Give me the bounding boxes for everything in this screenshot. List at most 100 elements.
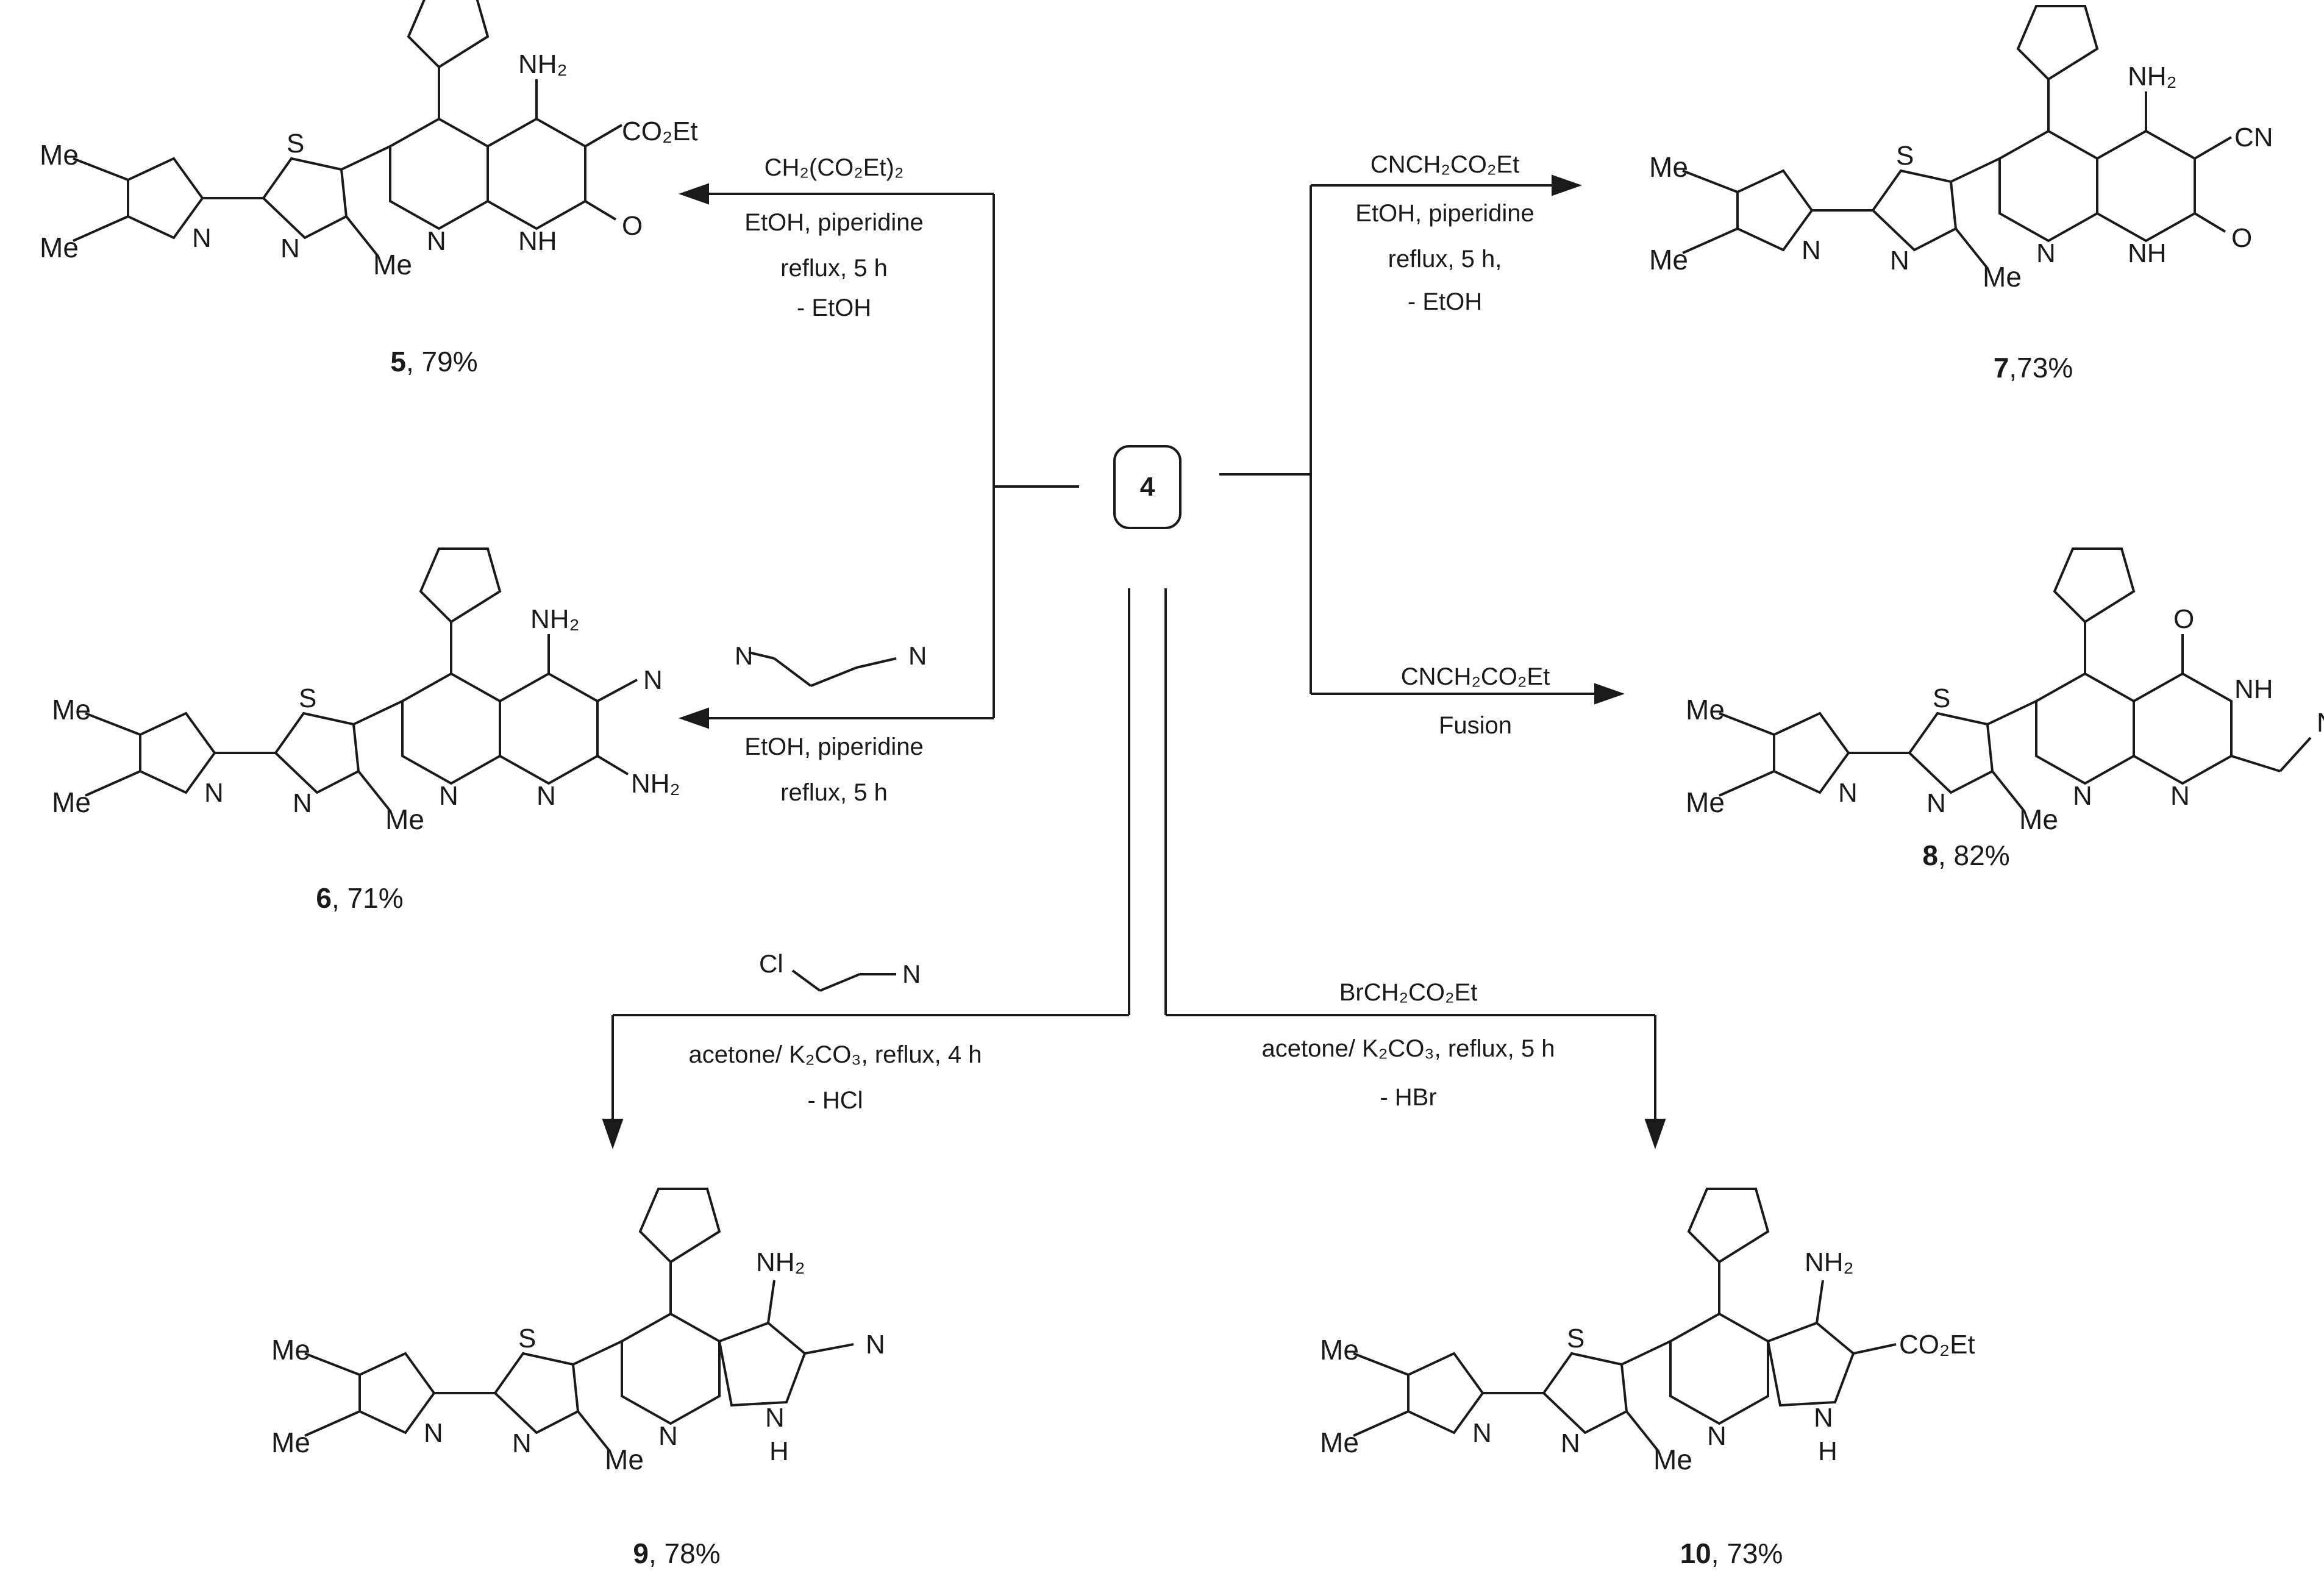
svg-text:Me: Me: [2019, 804, 2058, 835]
svg-text:Me: Me: [52, 786, 91, 818]
reagent-5-line2: EtOH, piperidine: [744, 209, 924, 236]
yield-8: , 82%: [1937, 840, 2010, 871]
svg-text:Me: Me: [52, 694, 91, 725]
starting-material-4: 4: [1113, 445, 1182, 529]
reagent-8-line1: CNCH₂CO₂Et: [1400, 663, 1550, 690]
svg-text:Me: Me: [605, 1444, 644, 1475]
product-8-label: 8, 82%: [1922, 841, 2009, 869]
svg-text:N: N: [2317, 708, 2324, 738]
reagent-7-line4: - EtOH: [1407, 288, 1483, 315]
svg-text:N: N: [1814, 1403, 1833, 1433]
svg-text:NH₂: NH₂: [1805, 1247, 1854, 1277]
reagent-6-line2: reflux, 5 h: [780, 779, 888, 806]
structure-8: Me Me N N S Me N N O NH N: [1686, 547, 2324, 835]
svg-text:S: S: [299, 683, 316, 713]
svg-text:S: S: [518, 1324, 536, 1353]
structure-10: Me Me N N S Me N N H NH₂ CO₂Et: [1320, 1188, 1975, 1475]
svg-text:N: N: [2170, 781, 2190, 811]
compound-number-5: 5: [390, 346, 406, 377]
svg-text:Me: Me: [1649, 151, 1688, 183]
svg-text:Me: Me: [40, 232, 79, 263]
svg-text:H: H: [769, 1436, 789, 1466]
svg-text:NH: NH: [518, 226, 557, 256]
reagent-7-line2: EtOH, piperidine: [1355, 200, 1534, 227]
svg-text:O: O: [622, 211, 643, 241]
svg-text:Me: Me: [1320, 1427, 1359, 1458]
svg-text:N: N: [643, 665, 663, 695]
svg-text:N: N: [204, 778, 224, 808]
svg-text:S: S: [1896, 141, 1914, 171]
reagent-10-line2: acetone/ K₂CO₃, reflux, 5 h: [1261, 1035, 1555, 1062]
svg-text:N: N: [658, 1421, 678, 1451]
svg-text:N: N: [1472, 1418, 1492, 1448]
svg-text:N: N: [1838, 778, 1858, 808]
malononitrile-n2: N: [908, 641, 927, 670]
svg-text:N: N: [1890, 246, 1909, 276]
svg-text:O: O: [2173, 604, 2194, 634]
reagent-7-line3: reflux, 5 h,: [1388, 246, 1502, 273]
svg-text:Me: Me: [1983, 261, 2022, 293]
structure-9: Me Me N N S Me N N H NH₂ N: [271, 1188, 885, 1475]
svg-text:CO₂Et: CO₂Et: [622, 116, 698, 146]
svg-text:Me: Me: [40, 139, 79, 171]
reagent-9-line2: - HCl: [807, 1087, 863, 1114]
svg-text:NH₂: NH₂: [518, 49, 568, 79]
yield-5: , 79%: [405, 346, 478, 377]
svg-text:H: H: [1818, 1436, 1837, 1466]
svg-text:N: N: [1927, 788, 1946, 818]
product-6-label: 6, 71%: [316, 884, 403, 912]
route-lines: [602, 174, 1666, 1149]
svg-text:Me: Me: [1653, 1444, 1692, 1475]
svg-text:O: O: [2231, 223, 2252, 253]
product-7-label: 7,73%: [1994, 354, 2073, 382]
product-9-label: 9, 78%: [633, 1539, 720, 1567]
reagent-7-line1: CNCH₂CO₂Et: [1370, 151, 1520, 178]
svg-text:N: N: [424, 1418, 443, 1448]
reagent-5-line4: - EtOH: [796, 294, 872, 321]
reagent-6-line1: EtOH, piperidine: [744, 733, 924, 760]
compound-number-7: 7: [1993, 352, 2009, 383]
svg-text:Me: Me: [1649, 244, 1688, 276]
svg-text:N: N: [2036, 238, 2056, 268]
svg-text:S: S: [1933, 683, 1950, 713]
malononitrile-drawing: [748, 651, 897, 687]
svg-text:NH: NH: [2234, 674, 2273, 704]
svg-text:NH₂: NH₂: [530, 604, 580, 634]
reagent-10-line1: BrCH₂CO₂Et: [1339, 979, 1478, 1006]
svg-text:N: N: [427, 226, 446, 256]
compound-number-6: 6: [316, 882, 332, 914]
compound-number-8: 8: [1922, 840, 1938, 871]
svg-text:N: N: [439, 781, 458, 811]
reagent-8-line2: Fusion: [1438, 712, 1513, 739]
product-5-label: 5, 79%: [390, 348, 477, 376]
yield-9: , 78%: [648, 1538, 721, 1569]
svg-text:N: N: [536, 781, 556, 811]
chloroacetonitrile-drawing: [791, 969, 896, 992]
svg-text:S: S: [1567, 1324, 1584, 1353]
svg-text:N: N: [1802, 235, 1821, 265]
svg-text:N: N: [1561, 1428, 1580, 1458]
compound-number-9: 9: [633, 1538, 649, 1569]
svg-text:NH: NH: [2128, 238, 2167, 268]
svg-text:NH₂: NH₂: [631, 769, 680, 799]
reagent-5-line3: reflux, 5 h: [780, 255, 888, 282]
svg-text:N: N: [512, 1428, 532, 1458]
reagent-10-line3: - HBr: [1380, 1084, 1437, 1111]
yield-10: , 73%: [1711, 1538, 1783, 1569]
svg-text:N: N: [765, 1403, 785, 1433]
structure-5: Me Me N N S Me N NH NH₂ CO₂Et O: [40, 0, 698, 280]
svg-text:CN: CN: [2234, 123, 2273, 152]
yield-7: ,73%: [2009, 352, 2073, 383]
svg-text:N: N: [293, 788, 312, 818]
compound-number-10: 10: [1680, 1538, 1711, 1569]
svg-text:S: S: [287, 129, 304, 159]
svg-text:CO₂Et: CO₂Et: [1899, 1330, 1975, 1360]
malononitrile-n1: N: [735, 641, 753, 670]
yield-6: , 71%: [331, 882, 404, 914]
svg-text:N: N: [192, 223, 212, 253]
svg-text:N: N: [280, 234, 300, 263]
reagent-9-line1: acetone/ K₂CO₃, reflux, 4 h: [688, 1041, 982, 1068]
svg-text:NH₂: NH₂: [756, 1247, 805, 1277]
svg-text:N: N: [1707, 1421, 1727, 1451]
chloroacetonitrile-n: N: [902, 960, 921, 988]
